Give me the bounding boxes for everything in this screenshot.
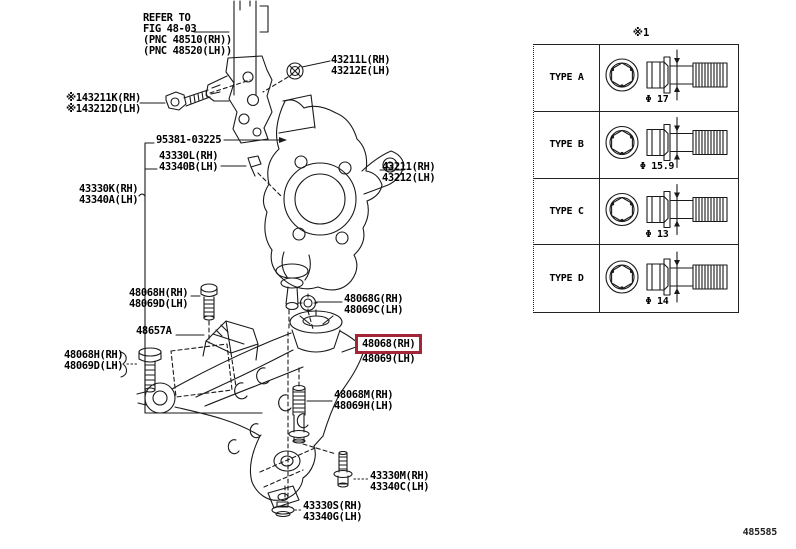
part-number[interactable]: 43340C(LH) bbox=[370, 481, 430, 493]
part-label-48068H-front[interactable]: 48068H(RH) 48069D(LH) bbox=[64, 349, 124, 372]
bolt-43330M bbox=[302, 443, 369, 488]
leader-lines-43330K bbox=[138, 137, 287, 414]
part-label-48068H-upper[interactable]: 48068H(RH) 48069D(LH) bbox=[129, 287, 189, 310]
refer-note-line: REFER TO bbox=[143, 12, 191, 24]
part-number[interactable]: 43340B(LH) bbox=[159, 161, 219, 173]
selected-part-number[interactable]: 48068(RH) bbox=[362, 338, 416, 350]
part-label-43211[interactable]: 43211(RH) 43212(LH) bbox=[382, 161, 436, 184]
table-note: ※1 bbox=[632, 27, 650, 39]
highlight-box[interactable]: 48068(RH) bbox=[355, 334, 423, 354]
part-number[interactable]: 43330M(RH) bbox=[370, 470, 430, 482]
diameter-type-d: Φ 14 bbox=[645, 296, 669, 307]
diameter-type-c: Φ 13 bbox=[645, 229, 669, 240]
part-number[interactable]: 48657A bbox=[136, 325, 172, 337]
lower-control-arm bbox=[136, 309, 365, 509]
stud-43330L bbox=[144, 155, 282, 197]
part-number[interactable]: 48069(LH) bbox=[362, 353, 416, 365]
part-number[interactable]: 48068H(RH) bbox=[129, 287, 189, 299]
steering-knuckle bbox=[262, 94, 405, 291]
part-number[interactable]: 43212E(LH) bbox=[331, 65, 391, 77]
part-number[interactable]: 48069D(LH) bbox=[64, 360, 124, 372]
part-number[interactable]: 48069C(LH) bbox=[344, 304, 404, 316]
part-number[interactable]: ※143211K(RH) bbox=[66, 92, 141, 104]
figure-code: 485585 bbox=[742, 527, 778, 538]
part-label-43330L[interactable]: 43330L(RH) 43340B(LH) bbox=[159, 150, 219, 173]
table-row-type-a-drawing-cell bbox=[600, 45, 738, 112]
refer-note-line: FIG 48-03 bbox=[143, 23, 197, 35]
part-number[interactable]: 43330K(RH) bbox=[79, 183, 139, 195]
strut-assembly bbox=[193, 0, 273, 144]
bolt-48068H-front bbox=[120, 347, 162, 393]
table-row-type-d-label: TYPE D bbox=[534, 245, 600, 312]
part-number[interactable]: ※143212D(LH) bbox=[66, 103, 141, 115]
part-label-43211K[interactable]: ※143211K(RH) ※143212D(LH) bbox=[66, 93, 141, 115]
bracket-48657A bbox=[170, 320, 259, 398]
part-label-43330M[interactable]: 43330M(RH) 43340C(LH) bbox=[370, 470, 430, 493]
part-label-48068M[interactable]: 48068M(RH) 48069H(LH) bbox=[334, 389, 394, 412]
bolt-48068M bbox=[288, 367, 333, 444]
part-label-48068-selected[interactable]: 48068(RH) 48069(LH) bbox=[355, 334, 423, 365]
part-number[interactable]: 43330S(RH) bbox=[303, 500, 363, 512]
part-label-95381[interactable]: 95381-03225 bbox=[156, 134, 222, 146]
bolt-43211L bbox=[262, 60, 331, 93]
part-number[interactable]: 43211L(RH) bbox=[331, 54, 391, 66]
bolt-48068H-upper bbox=[190, 283, 218, 344]
part-label-43330S[interactable]: 43330S(RH) 43340G(LH) bbox=[303, 500, 363, 523]
part-label-43330K[interactable]: 43330K(RH) 43340A(LH) bbox=[79, 183, 139, 206]
ball-joint bbox=[275, 263, 309, 331]
part-number[interactable]: 43212(LH) bbox=[382, 172, 436, 184]
part-number[interactable]: 43211(RH) bbox=[382, 161, 436, 173]
part-label-48657A[interactable]: 48657A bbox=[136, 326, 172, 337]
part-label-48068G[interactable]: 48068G(RH) 48069C(LH) bbox=[344, 293, 404, 316]
part-number[interactable]: 95381-03225 bbox=[156, 134, 222, 146]
diameter-type-b: Φ 15.9 bbox=[639, 161, 675, 172]
nut-43330S bbox=[271, 485, 302, 518]
refer-note-line: (PNC 48510(RH)) bbox=[143, 34, 232, 46]
bolt-43211K bbox=[139, 79, 251, 111]
table-row-type-a-label: TYPE A bbox=[534, 45, 600, 112]
part-number[interactable]: 48068H(RH) bbox=[64, 349, 124, 361]
part-number[interactable]: 43340A(LH) bbox=[79, 194, 139, 206]
part-number[interactable]: 48068M(RH) bbox=[334, 389, 394, 401]
refer-note-line: (PNC 48520(LH)) bbox=[143, 45, 232, 57]
part-label-43211L[interactable]: 43211L(RH) 43212E(LH) bbox=[331, 54, 391, 77]
part-number[interactable]: 48069H(LH) bbox=[334, 400, 394, 412]
part-number[interactable]: 48069D(LH) bbox=[129, 298, 189, 310]
part-number[interactable]: 48068G(RH) bbox=[344, 293, 404, 305]
bolt-type-table: TYPE A TYPE B TYPE C TYPE D bbox=[533, 44, 739, 313]
table-row-type-b-drawing-cell bbox=[600, 112, 738, 179]
table-row-type-c-drawing-cell bbox=[600, 179, 738, 246]
nut-48068G bbox=[298, 293, 343, 330]
table-row-type-c-label: TYPE C bbox=[534, 178, 600, 246]
part-number[interactable]: 43330L(RH) bbox=[159, 150, 219, 162]
part-number[interactable]: 43340G(LH) bbox=[303, 511, 363, 523]
refer-note: REFER TO FIG 48-03 (PNC 48510(RH)) (PNC … bbox=[143, 13, 232, 57]
table-row-type-b-label: TYPE B bbox=[534, 111, 600, 179]
diameter-type-a: Φ 17 bbox=[645, 94, 669, 105]
